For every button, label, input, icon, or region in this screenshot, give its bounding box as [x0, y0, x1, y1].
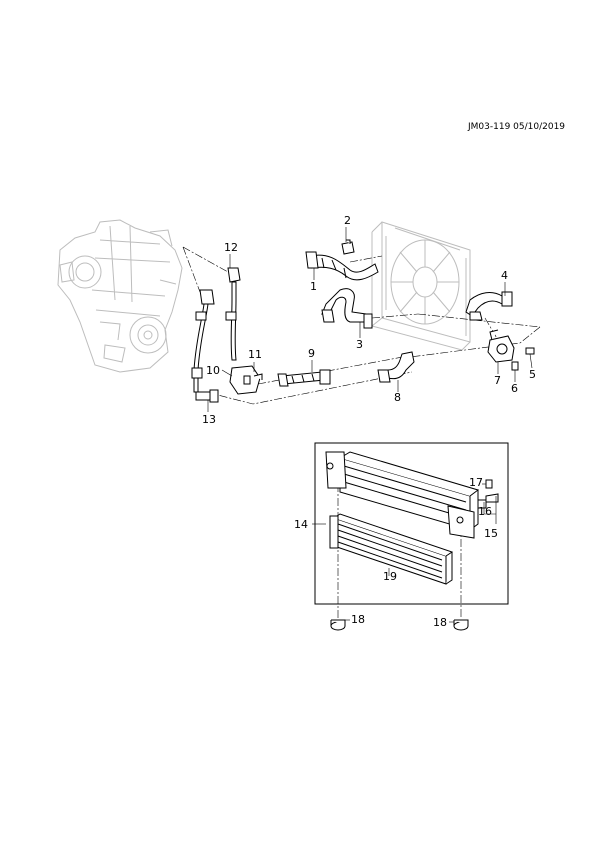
bolts-5-6 [511, 347, 535, 371]
callout-17: 17 [469, 476, 483, 489]
callout-5: 5 [529, 368, 536, 381]
callout-11: 11 [248, 348, 262, 361]
callout-3: 3 [356, 338, 363, 351]
callout-15: 15 [484, 527, 498, 540]
inset-frame [314, 442, 509, 605]
hose-clamp [341, 239, 355, 255]
leader-lines [207, 227, 533, 623]
callout-7: 7 [494, 374, 501, 387]
callout-19: 19 [383, 570, 397, 583]
upper-radiator-hose [305, 251, 379, 281]
callout-10: 10 [206, 364, 220, 377]
auxiliary-radiator [329, 513, 454, 585]
lower-radiator-hose [321, 288, 373, 329]
radiator-fan-assembly [371, 221, 471, 351]
callout-6: 6 [511, 382, 518, 395]
callout-2: 2 [344, 214, 351, 227]
engine-return-hose [195, 389, 219, 403]
callout-13: 13 [202, 413, 216, 426]
bypass-coolant-hose [277, 369, 331, 387]
thermostat-housing [229, 365, 263, 395]
radiator-outlet-hose [465, 291, 513, 321]
pump-coolant-hose [377, 351, 415, 383]
charge-air-cooler [325, 451, 480, 539]
callout-4: 4 [501, 269, 508, 282]
callout-8: 8 [394, 391, 401, 404]
callout-9: 9 [308, 347, 315, 360]
fittings-15-17 [477, 479, 499, 509]
callout-18-right: 18 [433, 616, 447, 629]
callout-14: 14 [294, 518, 308, 531]
callout-1: 1 [310, 280, 317, 293]
callout-12: 12 [224, 241, 238, 254]
callout-18-left: 18 [351, 613, 365, 626]
drawing-code: JM03-119 05/10/2019 [468, 122, 566, 132]
engine-block [57, 219, 183, 373]
engine-coolant-hoses [191, 267, 241, 393]
auxiliary-coolant-pump [487, 329, 515, 363]
callout-16: 16 [478, 505, 492, 518]
